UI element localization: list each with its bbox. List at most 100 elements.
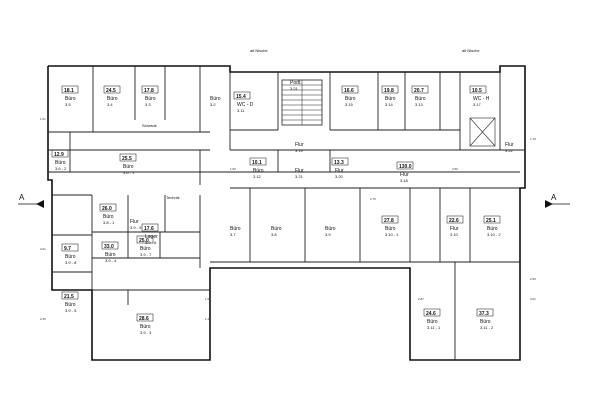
- room-name: Büro: [145, 96, 156, 102]
- room-name: Podt.: [290, 80, 302, 86]
- room-area: 24.5: [106, 88, 116, 94]
- room-number: 3.2: [210, 102, 216, 107]
- schrank-label: Schrank: [142, 123, 157, 128]
- room-name: Büro: [65, 302, 76, 308]
- technik-label: Technik: [166, 195, 180, 200]
- room-number: 3.22: [505, 148, 514, 153]
- room-area-box: [423, 308, 441, 317]
- room-area: 25.0: [139, 238, 149, 244]
- room-name: Büro: [271, 226, 282, 232]
- room-area-box: [136, 235, 154, 244]
- room-area: 22.6: [449, 218, 459, 224]
- room-area-box: [119, 153, 137, 162]
- dimension-label: 1.60: [230, 167, 236, 171]
- room-area: 19.8: [384, 88, 394, 94]
- dimension-label: 2.87: [418, 297, 424, 301]
- section-mark-right: A: [551, 193, 557, 202]
- room-area-box: [381, 215, 399, 224]
- room-number: 3.9 - 8: [65, 260, 77, 265]
- room-name: Büro: [325, 226, 336, 232]
- section-markers: A A: [18, 193, 570, 208]
- room-name: Büro: [103, 214, 114, 220]
- room-number: 3.6 - 1: [123, 170, 135, 175]
- room-name: Büro: [123, 164, 134, 170]
- niche-label-left: alt Nische: [250, 48, 268, 53]
- room-name: Büro: [140, 246, 151, 252]
- room-area: 13.3: [334, 160, 344, 166]
- dimension-labels: 1.012.012.251.762.503.011.511.452.871.60…: [40, 117, 536, 321]
- room-number: 3.9 - 9: [130, 225, 142, 230]
- room-number: 3.5: [65, 102, 71, 107]
- room-number: 3.9 - 6: [145, 240, 157, 245]
- room-area: 17.8: [144, 88, 154, 94]
- inner-walls: [48, 66, 525, 360]
- room-number: 3.21: [295, 174, 304, 179]
- room-number: 3.18: [400, 178, 409, 183]
- room-name: Flur: [295, 168, 304, 174]
- room-number: 3.9 - 7: [140, 252, 152, 257]
- room-area-box: [331, 157, 349, 166]
- room-name: Büro: [230, 226, 241, 232]
- room-number: 3.7: [230, 232, 236, 237]
- room-area: 24.6: [426, 311, 436, 317]
- room-number: 3.11 - 2: [480, 325, 494, 330]
- room-number: 3.20: [335, 174, 344, 179]
- room-labels: 18.1Büro3.524.5Büro3.417.8Büro3.3Büro3.2…: [51, 80, 514, 335]
- room-name: Büro: [107, 96, 118, 102]
- room-area: 16.6: [344, 88, 354, 94]
- dimension-label: 3.01: [530, 297, 536, 301]
- room-area: 26.0: [102, 206, 112, 212]
- section-mark-left: A: [19, 193, 25, 202]
- room-area-box: [141, 223, 159, 232]
- room-area: 10.1: [252, 160, 262, 166]
- room-number: 3.21: [290, 86, 299, 91]
- room-area-box: [476, 308, 494, 317]
- dimension-label: 1.01: [40, 117, 46, 121]
- room-area: 15.4: [236, 94, 246, 100]
- room-area-box: [99, 203, 117, 212]
- room-name: Flur: [130, 219, 139, 225]
- room-number: 3.9 - 4: [105, 258, 117, 263]
- room-number: 3.12: [253, 174, 262, 179]
- room-name: Flur: [335, 168, 344, 174]
- room-area-box: [469, 85, 487, 94]
- dimension-label: 2.75: [370, 197, 376, 201]
- room-area: 9.7: [64, 246, 71, 252]
- room-area-box: [446, 215, 464, 224]
- room-name: Lager: [145, 234, 158, 240]
- room-name: Büro: [487, 226, 498, 232]
- room-number: 3.14: [385, 102, 394, 107]
- room-area: 25.5: [122, 156, 132, 162]
- room-area: 10.5: [472, 88, 482, 94]
- room-number: 3.11 - 1: [427, 325, 441, 330]
- room-name: Büro: [345, 96, 356, 102]
- room-name: Büro: [480, 319, 491, 325]
- room-number: 3.11: [237, 108, 245, 113]
- room-number: 3.9 - 3: [140, 330, 152, 335]
- elevator-shaft: [469, 117, 496, 147]
- room-area-box: [341, 85, 359, 94]
- room-area: 27.8: [384, 218, 394, 224]
- room-area: 20.7: [414, 88, 424, 94]
- room-area-box: [141, 85, 159, 94]
- room-area: 25.1: [486, 218, 496, 224]
- room-area: 37.3: [479, 311, 489, 317]
- room-number: 3.9: [325, 232, 331, 237]
- room-number: 3.8 - 1: [103, 220, 115, 225]
- room-name: Büro: [253, 168, 264, 174]
- dimension-label: 2.01: [40, 247, 46, 251]
- room-number: 3.10: [450, 232, 459, 237]
